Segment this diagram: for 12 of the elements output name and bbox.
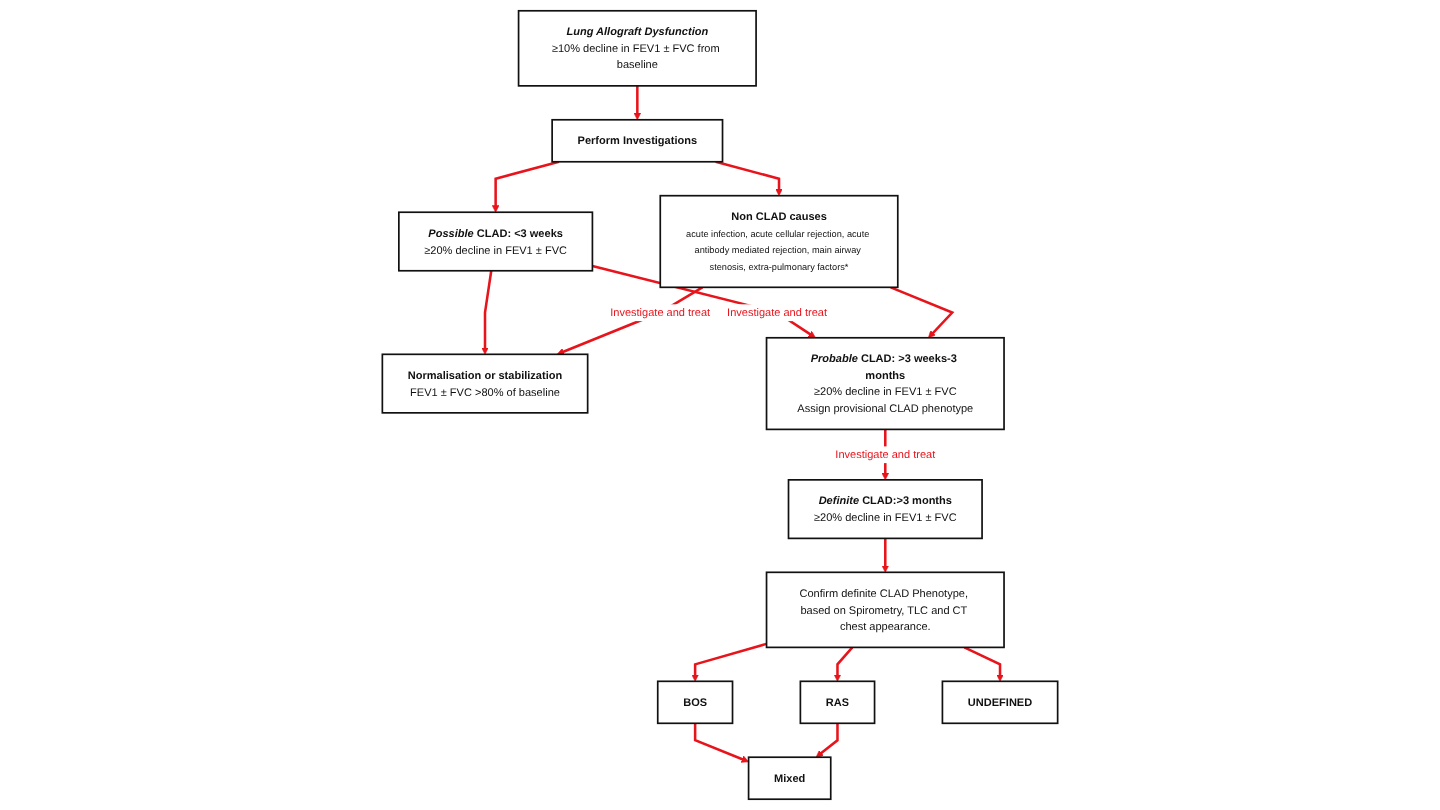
arrow [715, 160, 783, 197]
arrow [481, 270, 493, 355]
arrow [592, 264, 816, 339]
arrow [890, 286, 955, 339]
arrow [963, 646, 1004, 682]
arrow [833, 646, 854, 682]
arrow [691, 642, 767, 682]
arrow [693, 723, 749, 763]
arrow [491, 160, 560, 213]
arrow [633, 85, 642, 121]
arrow [815, 723, 839, 758]
arrow [881, 538, 889, 573]
